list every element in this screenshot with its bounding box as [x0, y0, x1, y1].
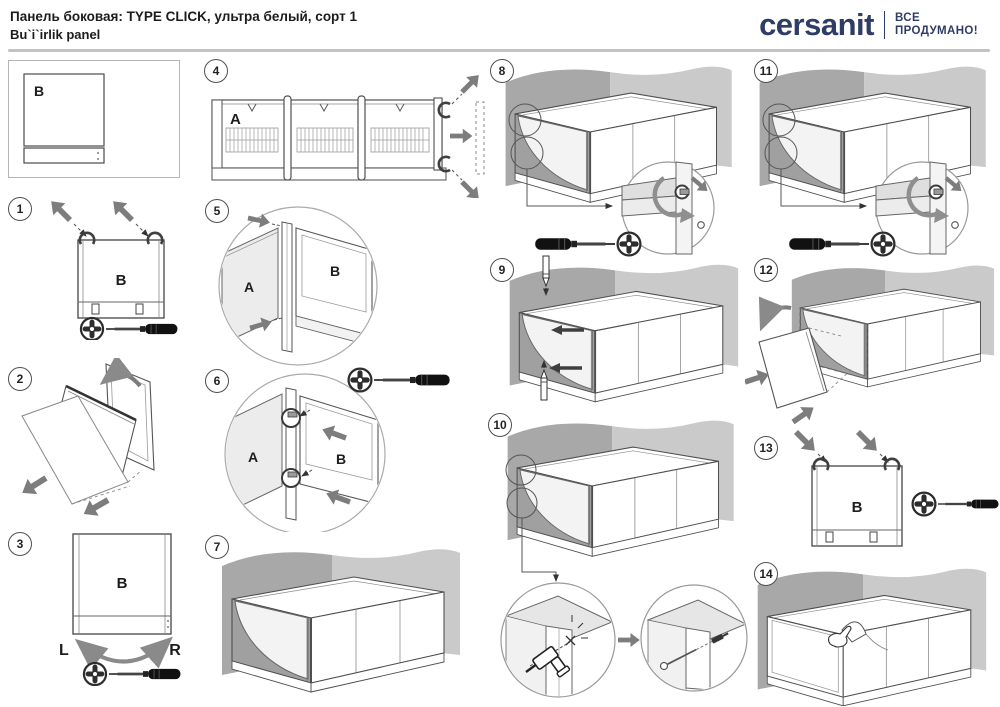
panel-b-label: B: [34, 83, 44, 99]
step-3-illustration: B L R: [59, 533, 182, 686]
kit-contents-box: B: [8, 60, 180, 178]
pencil-icon: [542, 255, 550, 287]
swing-arrow-icon: [74, 636, 173, 671]
comb-strips: [226, 128, 429, 152]
page-subtitle: Bu`i`irlik panel: [10, 27, 101, 42]
rotate-arrow-icon: [99, 358, 142, 388]
step-badge-3: 3: [8, 532, 32, 556]
move-arrow-icon: [456, 69, 485, 98]
move-arrow-icon: [450, 128, 473, 144]
step-badge-10: 10: [488, 413, 512, 437]
screw-head-icon: [349, 369, 372, 392]
step-7-illustration: [212, 534, 464, 702]
step-badge-1: 1: [8, 197, 32, 221]
move-arrow-icon: [618, 632, 640, 648]
move-arrow-icon: [788, 400, 819, 429]
step-11-illustration: [752, 56, 1000, 262]
step-badge-14: 14: [754, 562, 778, 586]
step-badge-6: 6: [205, 369, 229, 393]
step-1-illustration: B: [45, 195, 179, 340]
rotate-arrow-icon: [758, 296, 792, 332]
panel-b-label: B: [116, 272, 127, 289]
bathtub-finished-scene: [758, 569, 986, 706]
step-badge-12: 12: [754, 258, 778, 282]
screw-head-icon: [84, 663, 106, 685]
step-9-illustration: [498, 255, 750, 408]
step-2-illustration: [17, 358, 155, 520]
header-divider: [8, 49, 990, 52]
brand-logo: cersanit ВСЕ ПРОДУМАНО!: [759, 6, 978, 44]
step-badge-2: 2: [8, 367, 32, 391]
panel-b-edge-ghost: [475, 101, 485, 175]
step-badge-9: 9: [490, 258, 514, 282]
screw-head-icon: [81, 318, 103, 340]
step-4-illustration: A: [211, 69, 485, 198]
bathtub-scene: [222, 549, 460, 692]
screwdriver-icon: [937, 498, 1000, 510]
panel-a-label: A: [248, 449, 258, 465]
step-12-illustration: [745, 254, 1000, 429]
panel-b-label: B: [330, 263, 340, 279]
move-arrow-icon: [107, 195, 139, 227]
screw-icon: [659, 632, 729, 671]
bathtub-scene: [508, 421, 734, 557]
brand-wordmark: cersanit: [759, 7, 874, 42]
move-arrow-icon: [851, 430, 883, 457]
step-badge-5: 5: [205, 199, 229, 223]
panel-b-part: B: [23, 73, 105, 164]
logo-divider: [883, 11, 885, 39]
pencil-icon: [540, 369, 548, 401]
panel-b-label: B: [336, 451, 346, 467]
screwdriver-icon: [105, 323, 179, 335]
left-label: L: [59, 642, 69, 659]
panel-b-label: B: [852, 499, 863, 516]
step-badge-13: 13: [754, 436, 778, 460]
step-10-illustration: [500, 410, 748, 698]
move-arrow-icon: [789, 430, 821, 457]
page-title: Панель боковая: TYPE CLICK, ультра белый…: [10, 9, 357, 24]
move-arrow-icon: [456, 176, 485, 198]
move-arrow-icon: [17, 470, 51, 501]
brand-slogan: ВСЕ ПРОДУМАНО!: [894, 12, 978, 37]
pencil-marks: [549, 325, 584, 373]
step-badge-8: 8: [490, 59, 514, 83]
step-badge-4: 4: [204, 59, 228, 83]
right-label: R: [169, 642, 181, 659]
step-8-illustration: [498, 56, 750, 262]
step-badge-7: 7: [205, 535, 229, 559]
hand-peel-icon: [828, 625, 852, 648]
screwdriver-icon: [108, 668, 182, 680]
bathtub-scene: [792, 266, 994, 387]
step-13-illustration: B: [789, 430, 1000, 547]
screwdriver-icon: [373, 373, 451, 387]
panel-a-label: A: [244, 279, 254, 295]
corner-fixing-scene: [760, 67, 986, 256]
corner-fixing-scene: [506, 67, 732, 256]
panel-b-label: B: [117, 575, 128, 592]
step-badge-11: 11: [754, 59, 778, 83]
screw-head-icon: [913, 493, 936, 516]
step-6-illustration: A B: [224, 362, 451, 532]
step-14-illustration: [750, 554, 998, 706]
screw-detail: [646, 599, 746, 690]
panel-a-label: A: [230, 111, 241, 128]
move-arrow-icon: [45, 195, 77, 227]
step-5-illustration: A B: [218, 206, 378, 366]
